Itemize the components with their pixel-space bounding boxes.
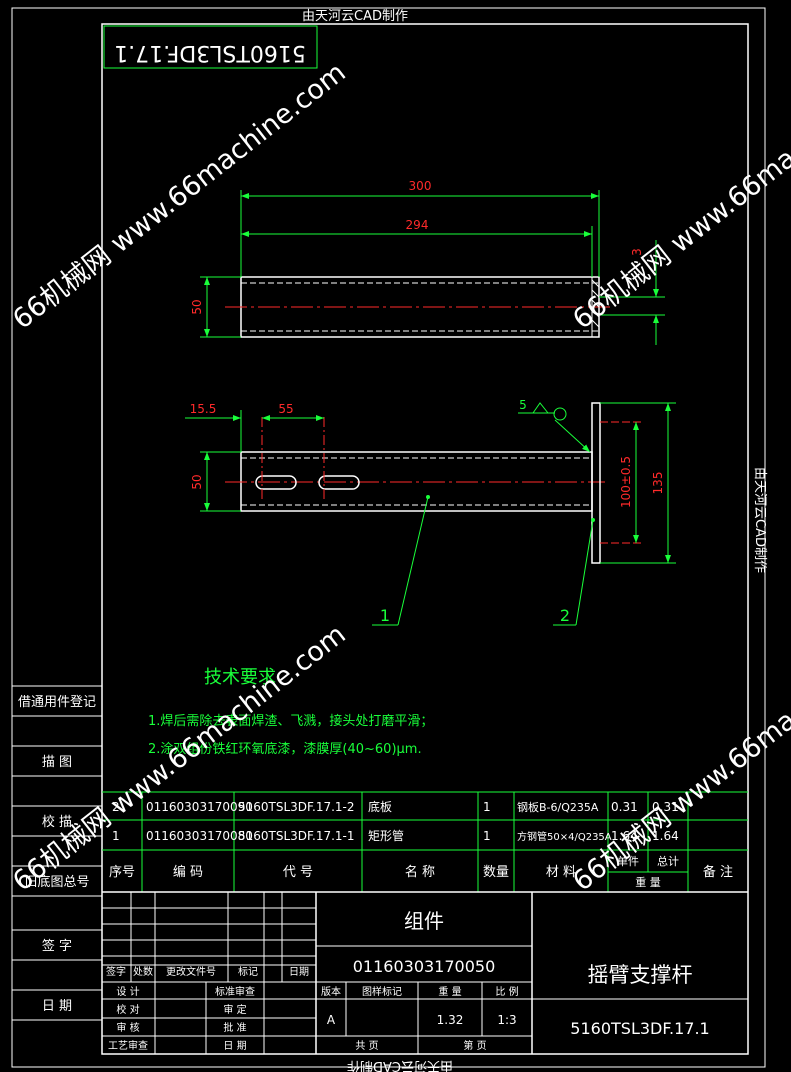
- tech-line-2: 2.涂双组份铁红环氧底漆，漆膜厚(40~60)μm.: [148, 741, 422, 757]
- outer-border: [11, 7, 766, 1068]
- bom-row2-no: 2: [112, 800, 120, 814]
- dim-right: 3: [630, 248, 644, 256]
- dim-pitch: 55: [278, 402, 293, 416]
- bom-header-single: 单件: [617, 855, 639, 868]
- tb-part-code: 01160303170050: [353, 957, 496, 976]
- attr-mark: 图样标记: [362, 985, 402, 998]
- credit-bottom: 由天河云CAD制作: [347, 1058, 453, 1072]
- top-view: [200, 190, 665, 345]
- credit-right: 由天河云CAD制作: [752, 467, 767, 573]
- val-version: A: [327, 1013, 336, 1027]
- attr-weight: 重 量: [438, 985, 461, 998]
- bom-row2-code: 01160303170090: [146, 800, 253, 814]
- role-review: 审 核: [116, 1021, 139, 1034]
- bom-table: [102, 791, 748, 892]
- rev-header-mark: 标记: [238, 966, 258, 978]
- dim-overall: 300: [409, 179, 432, 193]
- rev-header-sign: 签字: [106, 965, 126, 978]
- val-weight: 1.32: [437, 1013, 464, 1027]
- bom-row1-qty: 1: [483, 829, 491, 843]
- bom-row1-material: 方钢管50×4/Q235A: [517, 830, 612, 843]
- balloon-2: 2: [560, 606, 570, 625]
- tb-part-name: 摇臂支撑杆: [588, 963, 693, 987]
- watermark-4: 66机械网 www.66machine.com: [567, 619, 791, 898]
- box-trace: 描 图: [42, 755, 72, 770]
- front-view: [185, 402, 676, 626]
- bom-header-material: 材 料: [546, 865, 576, 880]
- credit-top: 由天河云CAD制作: [302, 9, 408, 24]
- bom-row2-name: 底板: [368, 799, 392, 814]
- code-box: [103, 25, 318, 69]
- role-date: 日 期: [223, 1040, 246, 1052]
- box-borrow-register: 借通用件登记: [18, 695, 96, 710]
- bom-header-qty: 数量: [483, 865, 509, 880]
- bom-header-remark: 备 注: [703, 864, 733, 880]
- rev-header-date: 日期: [289, 966, 309, 978]
- bom-row2-total-weight: 0.31: [652, 800, 679, 814]
- bom-row1-unit-weight: 1.64: [611, 829, 638, 843]
- dim-top-height: 50: [190, 299, 204, 314]
- bom-header-drawing: 代 号: [283, 865, 313, 880]
- role-standard: 标准审查: [215, 985, 255, 998]
- role-proof: 校 对: [116, 1003, 139, 1016]
- inner-border: [101, 23, 749, 1055]
- box-old-drawing-no: 旧底图总号: [24, 874, 89, 890]
- dim-hole-spacing: 100±0.5: [619, 456, 633, 508]
- title-block: [102, 891, 748, 1054]
- bom-row2-material: 钢板B-6/Q235A: [517, 800, 599, 814]
- attr-scale: 比 例: [495, 985, 518, 998]
- dim-inner: 294: [406, 218, 429, 232]
- bom-header-weight: 重 量: [635, 875, 661, 889]
- rev-header-count: 处数: [133, 965, 153, 978]
- total-pages: 共 页: [355, 1040, 378, 1052]
- bom-row1-total-weight: 1.64: [652, 829, 679, 843]
- role-ratify: 批 准: [223, 1021, 246, 1034]
- role-process: 工艺审查: [108, 1039, 148, 1052]
- role-design: 设 计: [116, 985, 139, 998]
- bom-row2-unit-weight: 0.31: [611, 800, 638, 814]
- box-check-trace: 校 描: [42, 814, 72, 830]
- page-number: 第 页: [463, 1039, 486, 1052]
- tech-title: 技术要求: [204, 667, 276, 688]
- balloon-1: 1: [380, 606, 390, 625]
- dim-offset: 15.5: [190, 402, 217, 416]
- bom-header-code: 编 码: [173, 865, 203, 880]
- bom-row1-code: 01160303170080: [146, 829, 253, 843]
- tb-category: 组件: [404, 909, 444, 933]
- left-boxes: [11, 685, 103, 1021]
- rev-header-file: 更改文件号: [166, 965, 216, 978]
- bom-header-total: 总计: [657, 854, 679, 868]
- bom-header-no: 序号: [109, 865, 135, 880]
- code-box-text: 5160TSL3DF.17.1: [114, 40, 306, 65]
- bom-row1-drawing: 5160TSL3DF.17.1-1: [238, 829, 355, 843]
- bom-header-name: 名 称: [405, 864, 435, 880]
- box-date: 日 期: [42, 999, 72, 1014]
- bom-row1-no: 1: [112, 829, 120, 843]
- box-signature: 签 字: [42, 938, 72, 954]
- watermark-2: 66机械网 www.66machine.com: [567, 57, 791, 336]
- bom-row2-drawing: 5160TSL3DF.17.1-2: [238, 800, 355, 814]
- attr-version: 版本: [321, 985, 341, 998]
- dim-front-height: 50: [190, 474, 204, 489]
- bom-row1-name: 矩形管: [368, 828, 404, 843]
- tech-line-1: 1.焊后需除去表面焊渣、飞溅，接头处打磨平滑；: [148, 713, 433, 729]
- val-scale: 1:3: [497, 1013, 516, 1027]
- weld-size: 5: [519, 398, 527, 412]
- bom-row2-qty: 1: [483, 800, 491, 814]
- role-approve: 审 定: [223, 1003, 246, 1016]
- tb-drawing-no: 5160TSL3DF.17.1: [570, 1019, 709, 1038]
- dim-plate-height: 135: [651, 472, 665, 495]
